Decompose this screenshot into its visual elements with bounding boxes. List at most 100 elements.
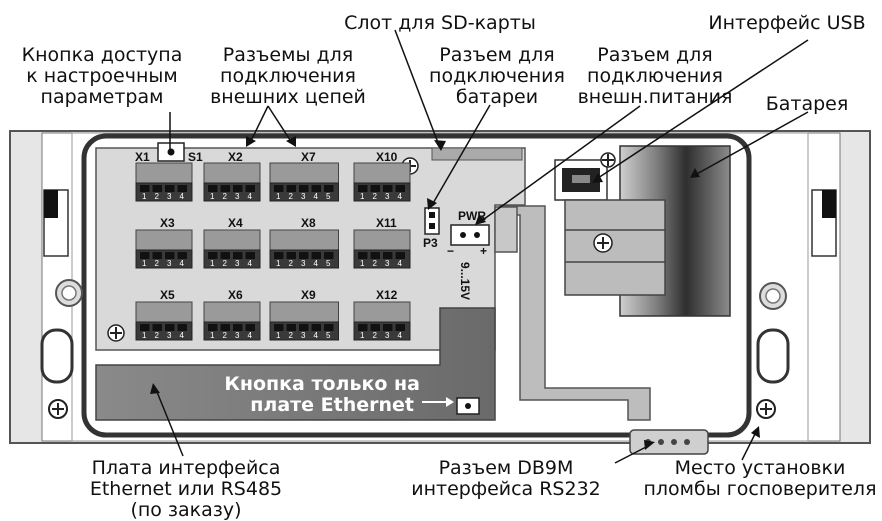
pin-label: 1 — [210, 192, 215, 201]
pin-label: 2 — [373, 259, 378, 268]
label-battery: Батарея — [766, 93, 849, 115]
pin-label: 2 — [373, 192, 378, 201]
label-interface-board-2: Ethernet или RS485 — [90, 478, 282, 500]
pin-label: 1 — [276, 259, 281, 268]
battery-connector-p3 — [424, 207, 440, 235]
pin-label: 5 — [326, 192, 331, 201]
connector-label-x4: X4 — [228, 216, 243, 230]
pin-label: 4 — [248, 192, 253, 201]
pin-label: 3 — [235, 259, 240, 268]
connector-label-x11: X11 — [376, 216, 397, 230]
pin-label: 4 — [248, 259, 253, 268]
power-connector — [450, 224, 490, 246]
minus-label: − — [447, 244, 454, 258]
pin-label: 5 — [326, 259, 331, 268]
pin-label: 2 — [223, 259, 228, 268]
label-db9m-2: интерфейса RS232 — [411, 478, 601, 500]
label-sd-slot: Слот для SD-карты — [344, 12, 536, 34]
db9m-connector — [629, 429, 709, 455]
interface-board — [95, 307, 496, 421]
settings-button — [157, 142, 185, 162]
plus-label: + — [480, 244, 487, 258]
leader-arrows — [150, 136, 760, 450]
pin-label: 4 — [314, 259, 319, 268]
ethernet-button-label-2: плате Ethernet — [250, 394, 414, 416]
label-ext-connectors-1: Разъемы для — [223, 44, 353, 66]
label-interface-board-1: Плата интерфейса — [92, 457, 281, 479]
left-mount — [40, 189, 83, 419]
label-power-connector-1: Разъем для — [597, 44, 712, 66]
label-power-connector-2: подключения — [587, 65, 723, 87]
pin-label: 3 — [385, 192, 390, 201]
pin-label: 1 — [210, 259, 215, 268]
label-usb: Интерфейс USB — [708, 12, 865, 34]
label-battery-connector-1: Разъем для — [439, 44, 554, 66]
connector-label-p3: P3 — [423, 236, 438, 250]
pin-label: 3 — [235, 331, 240, 340]
connector-label-x9: X9 — [301, 288, 316, 302]
connector-label-x12: X12 — [376, 288, 398, 302]
pin-label: 3 — [301, 331, 306, 340]
pin-label: 3 — [385, 259, 390, 268]
pin-label: 2 — [155, 259, 160, 268]
sd-card-slot — [431, 147, 523, 161]
pin-label: 1 — [360, 259, 365, 268]
label-db9m-1: Разъем DB9M — [439, 457, 574, 479]
pin-label: 1 — [142, 331, 147, 340]
leader-lines — [154, 29, 809, 464]
connector-label-x2: X2 — [228, 150, 243, 164]
pin-label: 4 — [314, 192, 319, 201]
pin-label: 4 — [180, 331, 185, 340]
connector-label-x8: X8 — [301, 216, 316, 230]
label-interface-board-3: (по заказу) — [130, 499, 241, 521]
pin-label: 1 — [276, 192, 281, 201]
label-settings-3: параметрам — [41, 86, 164, 108]
pin-label: 3 — [167, 259, 172, 268]
pin-label: 4 — [398, 259, 403, 268]
connector-label-s1: S1 — [188, 150, 203, 164]
label-seal-2: пломбы госповерителя — [643, 478, 876, 500]
connector-label-x7: X7 — [301, 150, 316, 164]
pin-label: 4 — [180, 259, 185, 268]
label-battery-connector-3: батареи — [456, 86, 538, 108]
connector-label-x5: X5 — [160, 288, 175, 302]
pin-label: 1 — [142, 259, 147, 268]
usb-board — [554, 152, 616, 201]
pin-label: 4 — [248, 331, 253, 340]
pin-label: 2 — [289, 259, 294, 268]
connector-label-x3: X3 — [160, 216, 175, 230]
battery — [564, 145, 731, 317]
label-ext-connectors-3: внешних цепей — [210, 86, 366, 108]
pin-label: 2 — [373, 331, 378, 340]
label-power-connector-3: внешн.питания — [578, 86, 733, 108]
pin-label: 4 — [314, 331, 319, 340]
pin-label: 2 — [289, 331, 294, 340]
pin-label: 2 — [155, 331, 160, 340]
label-seal-1: Место установки — [675, 457, 846, 479]
ribbon-connector — [494, 206, 518, 253]
label-ext-connectors-2: подключения — [220, 65, 356, 87]
pin-label: 4 — [398, 331, 403, 340]
pin-label: 5 — [326, 331, 331, 340]
pin-label: 3 — [301, 192, 306, 201]
label-settings-2: к настроечным — [26, 65, 177, 87]
pin-label: 3 — [167, 192, 172, 201]
pin-label: 3 — [301, 259, 306, 268]
pin-label: 3 — [235, 192, 240, 201]
pin-label: 2 — [223, 192, 228, 201]
pin-label: 2 — [289, 192, 294, 201]
right-mount — [756, 189, 837, 419]
pin-label: 1 — [360, 192, 365, 201]
pin-label: 2 — [223, 331, 228, 340]
pin-label: 1 — [360, 331, 365, 340]
pin-label: 2 — [155, 192, 160, 201]
